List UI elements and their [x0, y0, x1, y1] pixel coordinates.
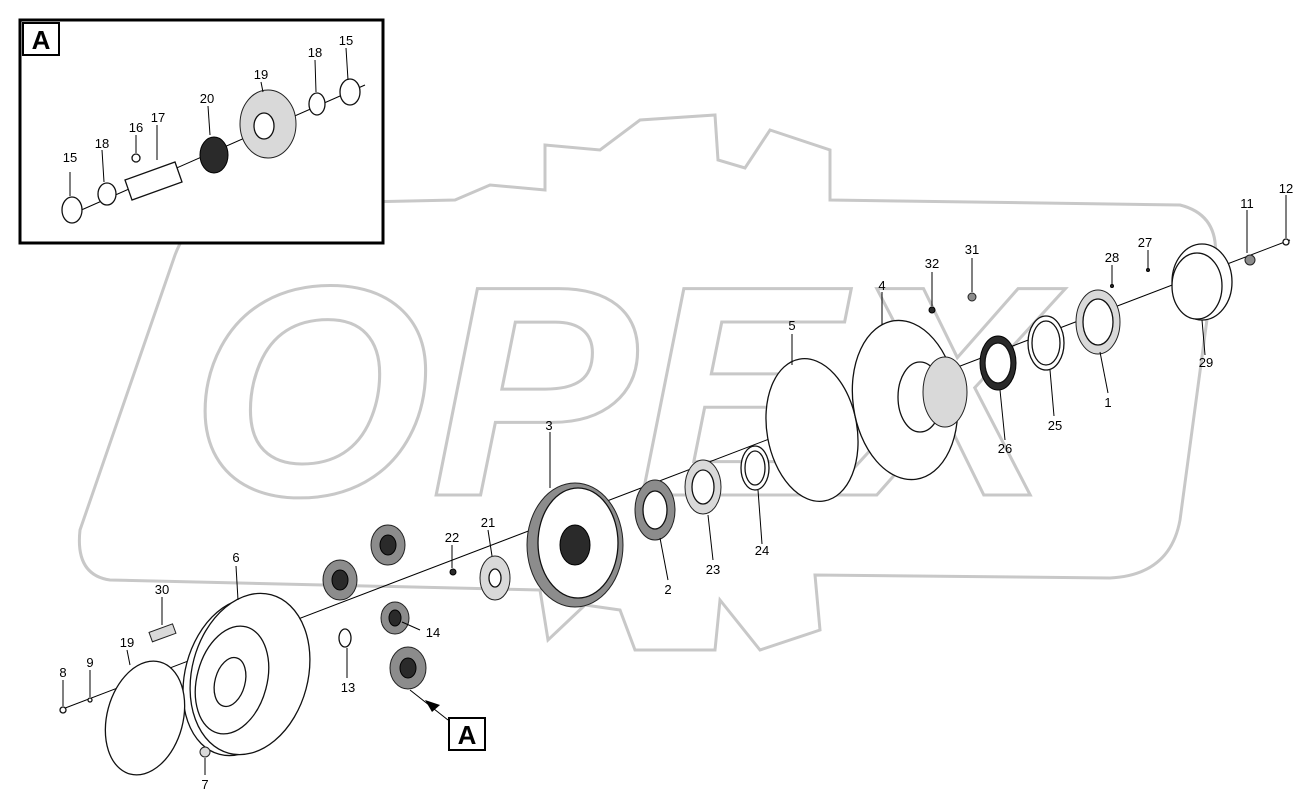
label-part-8: 8: [59, 665, 66, 680]
watermark-gear: [77, 113, 1218, 652]
label-part-24: 24: [755, 543, 769, 558]
label-part-1: 1: [1104, 395, 1111, 410]
label-part-14: 14: [426, 625, 440, 640]
part-13-washer: [338, 628, 352, 648]
label-part-23: 23: [706, 562, 720, 577]
label-inset-16: 16: [129, 120, 143, 135]
part-labels: 15 18 16 17 20 19 18 15 1 2 3 4 5 6 7 8 …: [59, 33, 1293, 792]
label-part-12: 12: [1279, 181, 1293, 196]
part-22-pin: [449, 568, 457, 576]
callout-a: A: [425, 700, 486, 751]
label-part-9: 9: [86, 655, 93, 670]
label-part-32: 32: [925, 256, 939, 271]
inset-part-17-pin: [124, 161, 183, 201]
label-part-7: 7: [201, 777, 208, 792]
part-2-bearing: [634, 479, 676, 541]
part-8-9-bolts: [59, 697, 93, 714]
part-6-housing: [182, 592, 311, 757]
label-inset-17: 17: [151, 110, 165, 125]
label-inset-19: 19: [254, 67, 268, 82]
label-part-6: 6: [232, 550, 239, 565]
part-12-ring: [1282, 238, 1290, 246]
label-part-28: 28: [1105, 250, 1119, 265]
label-inset-18a: 18: [95, 136, 109, 151]
label-part-31: 31: [965, 242, 979, 257]
label-part-2: 2: [664, 582, 671, 597]
inset-part-15a: [61, 196, 83, 224]
part-28-pin: [1110, 284, 1114, 288]
label-part-27: 27: [1138, 235, 1152, 250]
label-part-4: 4: [878, 278, 885, 293]
part-24-spacer: [740, 445, 770, 491]
label-part-30: 30: [155, 582, 169, 597]
part-23-bearing: [684, 459, 722, 515]
label-inset-20: 20: [200, 91, 214, 106]
part-11-plug: [1244, 254, 1256, 266]
label-part-25: 25: [1048, 418, 1062, 433]
label-part-29: 29: [1199, 355, 1213, 370]
part-7-plug: [199, 746, 211, 758]
callout-label: A: [458, 720, 477, 750]
label-part-21: 21: [481, 515, 495, 530]
part-4-hub: [851, 319, 968, 481]
inset-part-20-bearing: [199, 136, 229, 174]
part-1-bearing: [1075, 289, 1121, 355]
label-part-5: 5: [788, 318, 795, 333]
part-31-nut: [967, 292, 977, 302]
part-27-pin: [1146, 268, 1150, 272]
planet-gears: [322, 524, 427, 690]
part-26-seal: [979, 335, 1017, 391]
label-inset-15b: 15: [339, 33, 353, 48]
inset-box-a: A: [18, 18, 385, 245]
label-part-11: 11: [1240, 196, 1254, 211]
part-19-cover-plate: [104, 660, 186, 776]
label-part-3: 3: [545, 418, 552, 433]
label-inset-15a: 15: [63, 150, 77, 165]
label-part-26: 26: [998, 441, 1012, 456]
part-30-breather: [148, 623, 177, 643]
part-3-ring-gear: [526, 482, 624, 608]
label-part-22: 22: [445, 530, 459, 545]
part-32-stud: [928, 306, 936, 314]
part-21-thrust-washer: [479, 555, 511, 601]
inset-title: A: [32, 25, 51, 55]
part-29-cap: [1171, 243, 1233, 321]
label-part-19: 19: [120, 635, 134, 650]
part-25-ring: [1027, 315, 1065, 371]
label-inset-18b: 18: [308, 45, 322, 60]
label-part-13: 13: [341, 680, 355, 695]
